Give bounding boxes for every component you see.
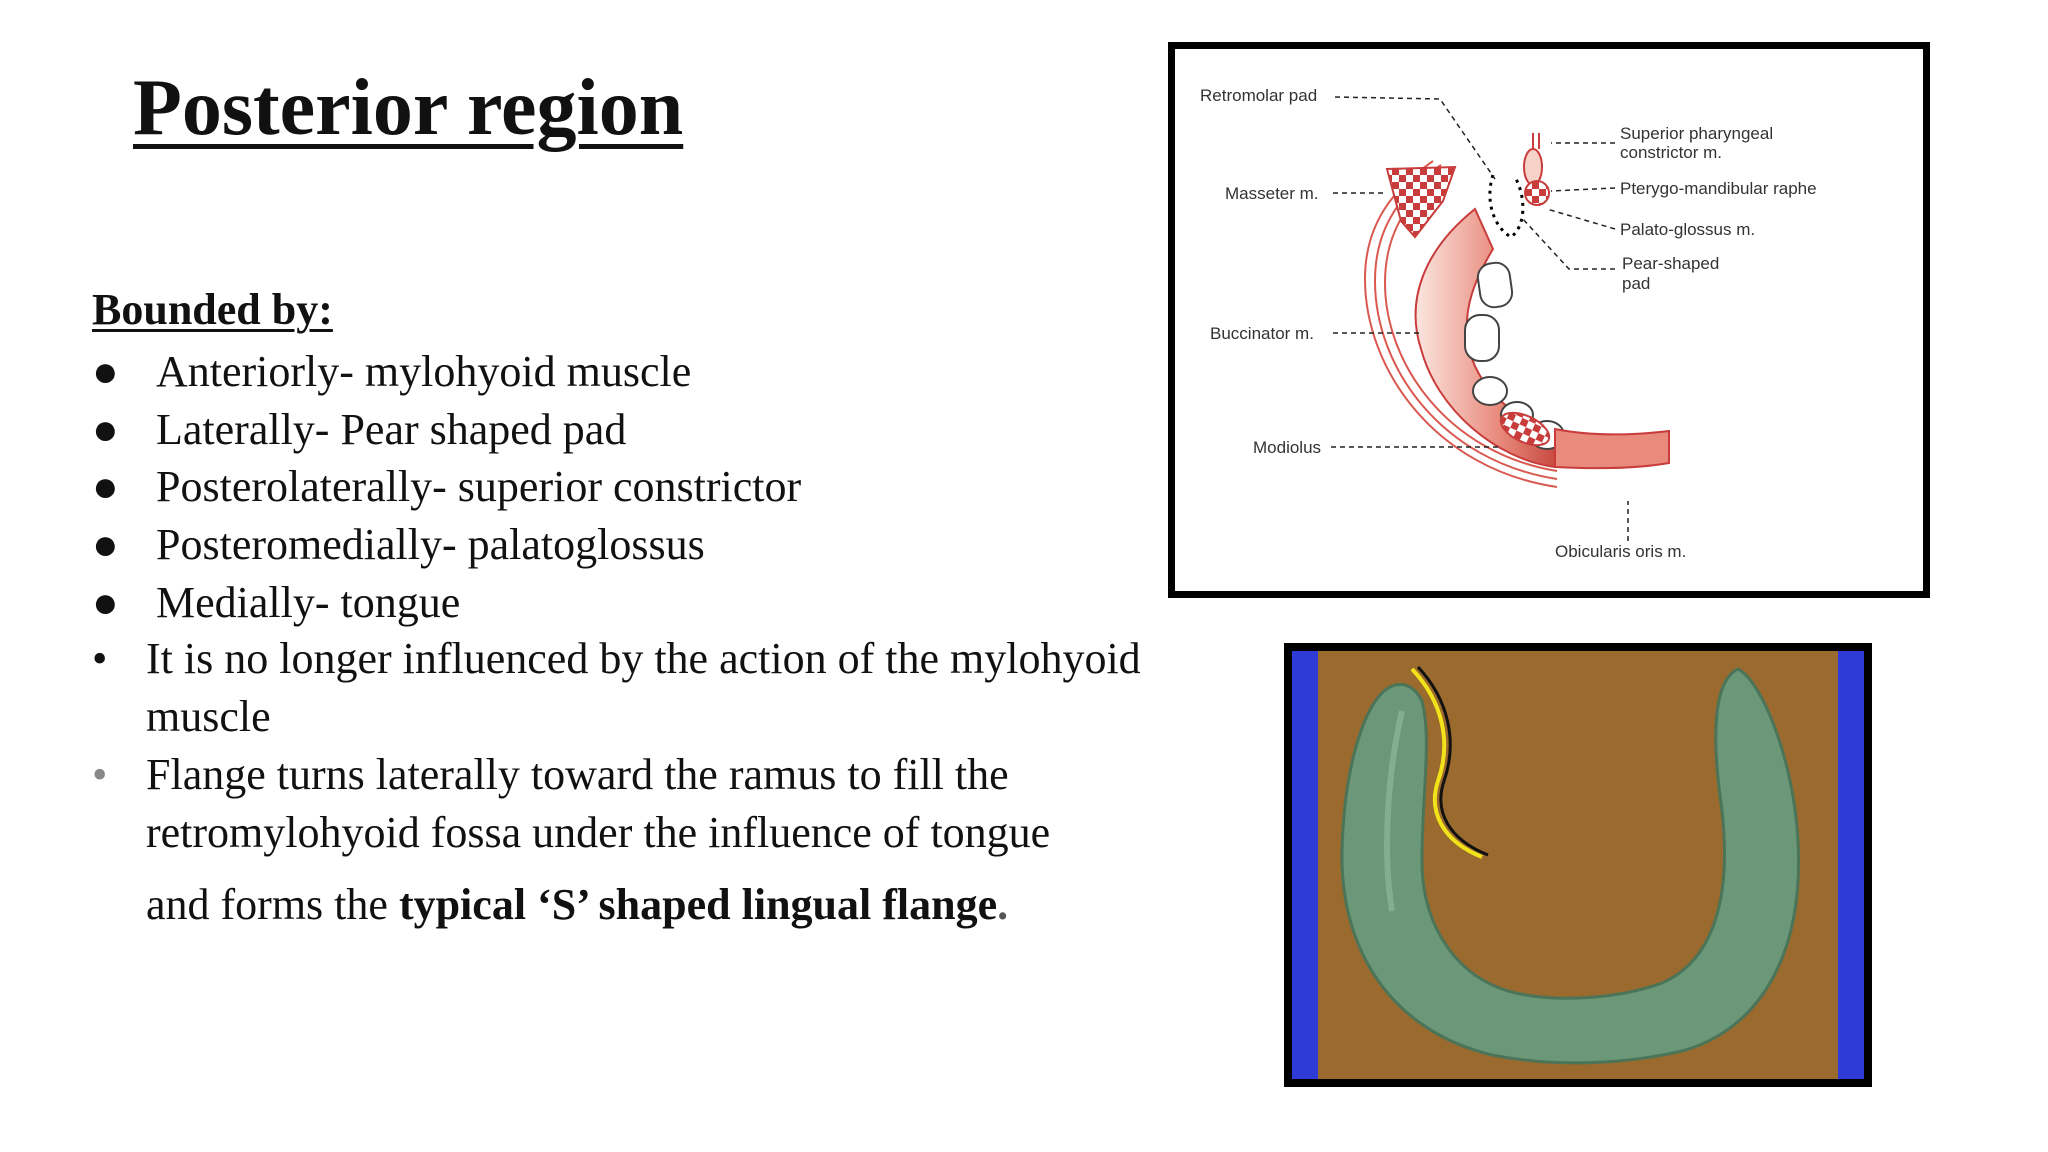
- round-bullet: ●: [92, 520, 119, 569]
- bounded-by-heading: Bounded by:: [92, 285, 333, 334]
- note-mylohyoid: • It is no longer influenced by the acti…: [92, 630, 1152, 746]
- label-constrictor: constrictor m.: [1620, 143, 1722, 162]
- note-flange-line-2: retromylohyoid fossa under the influence…: [146, 808, 1051, 857]
- note-flange-line-3: and forms the typical ‘S’ shaped lingual…: [146, 876, 1008, 934]
- label-masseter: Masseter m.: [1225, 184, 1319, 203]
- pear-shaped-pad: [1488, 174, 1525, 239]
- label-pad: pad: [1622, 274, 1650, 293]
- label-obicularis-oris: Obicularis oris m.: [1555, 542, 1686, 561]
- impression-highlight: [1384, 710, 1405, 912]
- round-bullet: ●: [92, 462, 119, 511]
- note-mylohyoid-text: It is no longer influenced by the action…: [146, 634, 1141, 741]
- bounded-item-text: Anteriorly- mylohyoid muscle: [156, 347, 692, 396]
- label-superior-pharyngeal: Superior pharyngeal: [1620, 124, 1773, 143]
- s-curve-line-yellow: [1410, 667, 1483, 859]
- bounded-item-posteromedial: ● Posteromedially- palatoglossus: [92, 523, 705, 567]
- right-blue-bar: [1838, 651, 1864, 1079]
- label-pterygo-mandibular-raphe: Pterygo-mandibular raphe: [1620, 179, 1817, 198]
- modiolus-muscle: [1499, 411, 1551, 447]
- bounded-item-text: Posteromedially- palatoglossus: [156, 520, 705, 569]
- small-bullet: •: [92, 634, 108, 683]
- bounded-item-medial: ● Medially- tongue: [92, 581, 460, 625]
- round-bullet: ●: [92, 578, 119, 627]
- s-curve-line-black: [1416, 665, 1489, 857]
- pharyngeal-structures: [1523, 133, 1550, 206]
- impression-photo: [1284, 643, 1872, 1087]
- masseter-muscle: [1385, 165, 1457, 239]
- bounded-item-lateral: ● Laterally- Pear shaped pad: [92, 408, 626, 452]
- leader-lines: [1331, 96, 1629, 541]
- round-bullet: ●: [92, 347, 119, 396]
- bounded-item-anterior: ● Anteriorly- mylohyoid muscle: [92, 350, 691, 394]
- note-flange-line-1: Flange turns laterally toward the ramus …: [146, 750, 1009, 799]
- left-blue-bar: [1292, 651, 1318, 1079]
- note-flange: • Flange turns laterally toward the ramu…: [92, 746, 1152, 934]
- small-bullet: •: [92, 750, 108, 799]
- bounded-item-text: Laterally- Pear shaped pad: [156, 405, 627, 454]
- note-flange-prefix: and forms the: [146, 880, 399, 929]
- bounded-item-posterolateral: ● Posterolaterally- superior constrictor: [92, 465, 801, 509]
- anterior-gum: [1554, 427, 1670, 470]
- anatomy-diagram: Retromolar pad Masseter m. Buccinator m.…: [1168, 42, 1930, 598]
- s-shaped-flange-emphasis: typical ‘S’ shaped lingual flange: [398, 880, 998, 929]
- label-buccinator: Buccinator m.: [1210, 324, 1314, 343]
- label-pear-shaped: Pear-shaped: [1622, 254, 1719, 273]
- label-retromolar-pad: Retromolar pad: [1200, 86, 1317, 105]
- bounded-item-text: Posterolaterally- superior constrictor: [156, 462, 802, 511]
- label-palato-glossus: Palato-glossus m.: [1620, 220, 1755, 239]
- denture-impression: [1340, 667, 1801, 1065]
- slide-title: Posterior region: [133, 64, 684, 152]
- round-bullet: ●: [92, 405, 119, 454]
- bounded-item-text: Medially- tongue: [156, 578, 461, 627]
- label-modiolus: Modiolus: [1253, 438, 1321, 457]
- period: .: [997, 880, 1009, 929]
